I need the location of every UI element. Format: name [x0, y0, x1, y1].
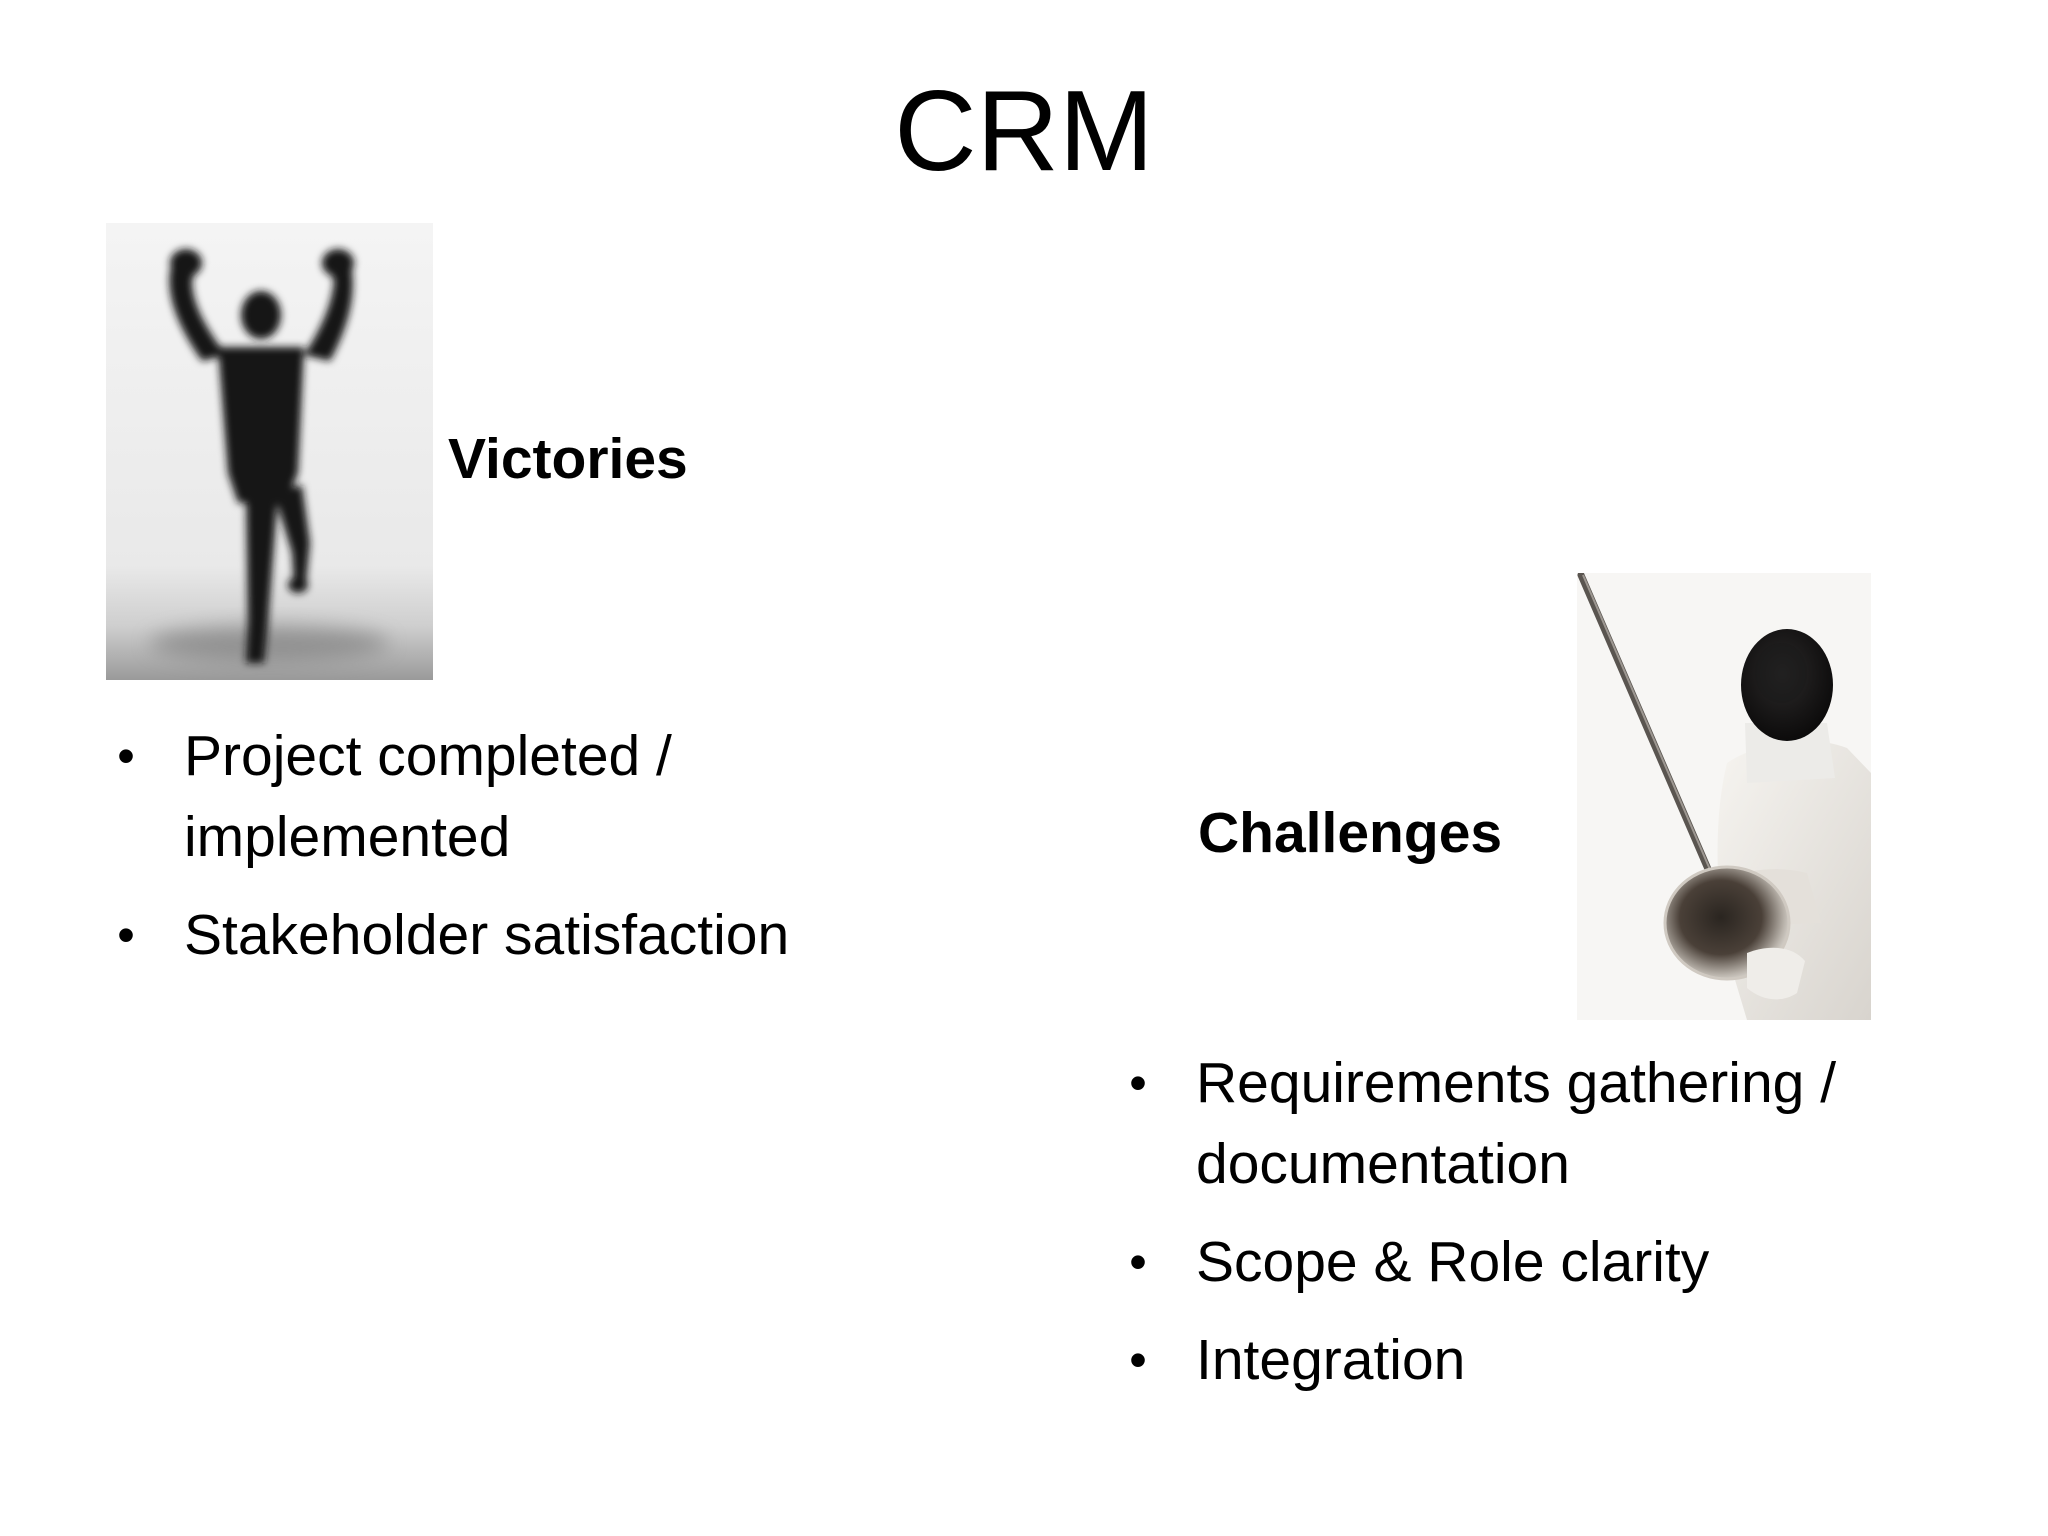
bullet-text: Stakeholder satisfaction: [184, 903, 790, 967]
bullet-item: • Requirements gathering / documentation: [1118, 1043, 2038, 1205]
victories-bullet-list: • Project completed / implemented • Stak…: [106, 716, 906, 993]
bullet-text: Project completed / implemented: [184, 724, 672, 869]
bullet-item: • Integration: [1118, 1320, 2038, 1401]
bullet-marker: •: [1129, 1234, 1147, 1290]
challenges-heading: Challenges: [1198, 801, 1503, 865]
bullet-marker: •: [1129, 1055, 1147, 1111]
bullet-marker: •: [117, 907, 135, 963]
bullet-item: • Scope & Role clarity: [1118, 1222, 2038, 1303]
challenges-bullet-list: • Requirements gathering / documentation…: [1118, 1043, 2038, 1418]
fencer-image: [1577, 573, 1871, 1020]
victories-heading: Victories: [448, 427, 688, 491]
bullet-text: Requirements gathering / documentation: [1196, 1051, 1837, 1196]
bullet-marker: •: [117, 728, 135, 784]
bullet-text: Scope & Role clarity: [1196, 1230, 1710, 1294]
slide-title: CRM: [894, 68, 1154, 195]
bullet-marker: •: [1129, 1332, 1147, 1388]
bullet-item: • Stakeholder satisfaction: [106, 895, 906, 976]
bullet-item: • Project completed / implemented: [106, 716, 906, 878]
victory-silhouette-image: [106, 223, 433, 680]
bullet-text: Integration: [1196, 1328, 1466, 1392]
